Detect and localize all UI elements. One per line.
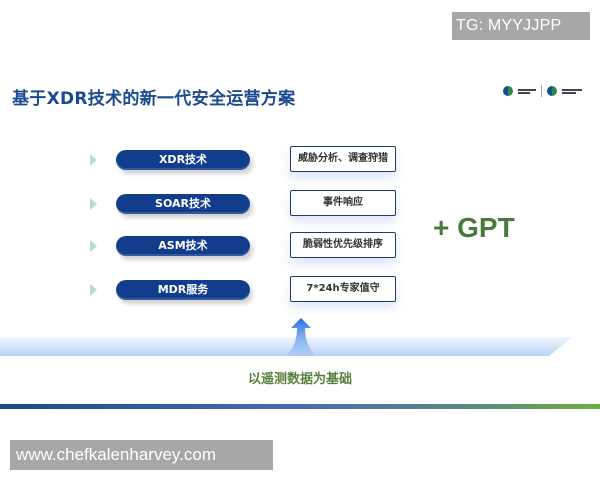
sangfor-logo-text (518, 88, 536, 94)
chevron-right-icon (88, 154, 98, 166)
sangfor-logo-icon (503, 86, 513, 96)
capability-box-mdr: 7*24h专家值守 (290, 276, 396, 302)
tech-pill-soar: SOAR技术 (116, 194, 250, 214)
slide-title: 基于XDR技术的新一代安全运营方案 (12, 89, 296, 109)
tech-pill-mdr: MDR服务 (116, 280, 250, 300)
capability-box-xdr: 威胁分析、调查狩猎 (290, 146, 396, 172)
foundation-band (0, 337, 572, 356)
arrow-up-icon (286, 318, 316, 356)
capability-box-soar: 事件响应 (290, 190, 396, 216)
partner-logo-icon (547, 86, 557, 96)
watermark-bottom: www.chefkalenharvey.com (10, 440, 273, 470)
logo-divider (541, 85, 542, 97)
partner-logo-text (562, 88, 582, 94)
chevron-right-icon (88, 284, 98, 296)
watermark-top: TG: MYYJJPP (452, 12, 590, 40)
tech-pill-asm: ASM技术 (116, 236, 250, 256)
tech-pill-xdr: XDR技术 (116, 150, 250, 170)
capability-box-asm: 脆弱性优先级排序 (290, 232, 396, 258)
footer-gradient-bar (0, 404, 600, 409)
chevron-right-icon (88, 198, 98, 210)
chevron-right-icon (88, 240, 98, 252)
brand-logos (503, 85, 582, 97)
foundation-label: 以遥测数据为基础 (247, 372, 352, 387)
gpt-addon-label: + GPT (433, 212, 515, 243)
